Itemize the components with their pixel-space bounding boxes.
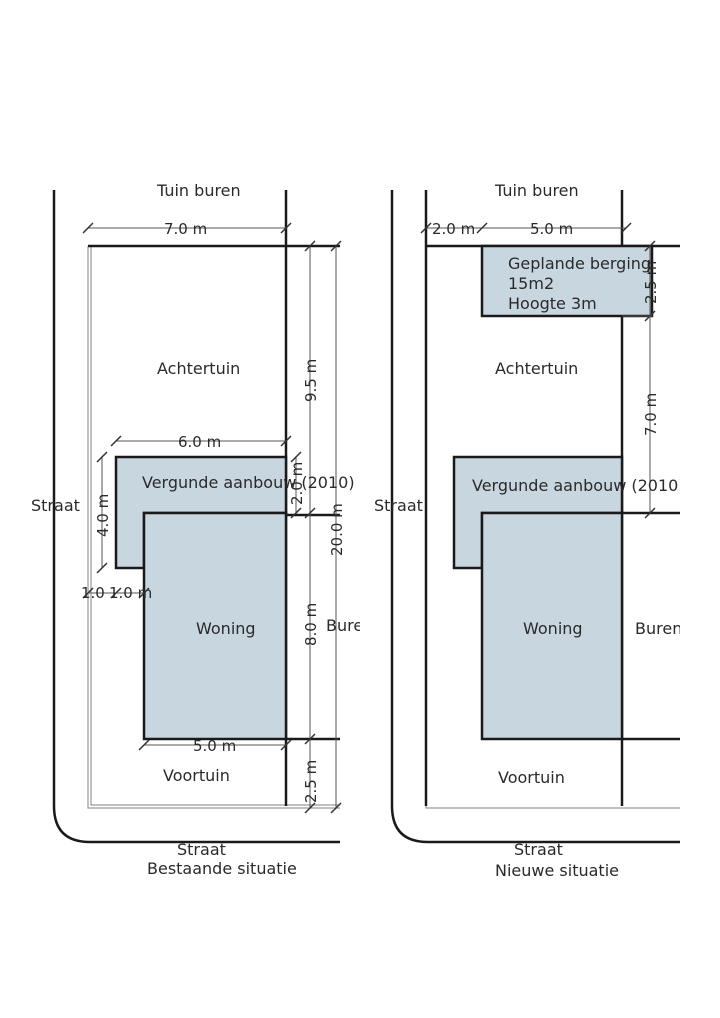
dim-berging-width: 5.0 m: [530, 220, 573, 238]
dim-woning-width: 5.0 m: [193, 737, 236, 755]
dim-aanbouw-offset: 2.0 m: [288, 462, 306, 505]
new-situation-plan: Tuin buren Geplande berging 15m2 Hoogte …: [390, 181, 685, 844]
woning-shape: [142, 511, 288, 741]
dimension-lines: [420, 222, 656, 519]
straat-side-label-left: Straat: [31, 496, 80, 515]
dim-left-gap: 2.0 m: [432, 220, 475, 238]
berging-line-1: Geplande berging: [508, 254, 651, 273]
dim-side-2: 1.0 m: [109, 584, 152, 602]
dim-woning-depth: 8.0 m: [302, 603, 320, 646]
dim-side-1: 1.0: [81, 584, 105, 602]
woning-shape: [480, 511, 624, 741]
achtertuin-label: Achtertuin: [157, 359, 240, 378]
street-curb-outline: [52, 190, 340, 844]
buren-label: Buren: [635, 619, 682, 638]
dim-gap-to-aanbouw: 7.0 m: [642, 393, 660, 436]
dim-aanbouw-depth: 4.0 m: [94, 494, 112, 537]
berging-line-3: Hoogte 3m: [508, 294, 597, 313]
straat-bottom-label-right: Straat: [514, 840, 563, 859]
dim-back-yard: 9.5 m: [302, 359, 320, 402]
vergunde-aanbouw-label: Vergunde aanbouw (2010): [142, 473, 355, 492]
tuin-buren-label: Tuin buren: [156, 181, 241, 200]
buren-label: Buren: [326, 616, 373, 635]
plot-boundary-line-inner: [90, 246, 340, 806]
dim-berging-depth: 2.5 m: [642, 261, 660, 304]
vergunde-aanbouw-label: Vergunde aanbouw (2010): [472, 476, 685, 495]
woning-label: Woning: [523, 619, 583, 638]
achtertuin-label: Achtertuin: [495, 359, 578, 378]
berging-shape: [480, 244, 654, 318]
plot-boundary-line: [87, 246, 340, 809]
dim-width-total: 7.0 m: [164, 220, 207, 238]
existing-situation-plan: Tuin buren Achtertuin Vergunde aanbouw (…: [52, 181, 373, 844]
dim-aanbouw-width: 6.0 m: [178, 433, 221, 451]
dim-total-depth: 20.0 m: [328, 503, 346, 556]
straat-bottom-label-left: Straat: [177, 840, 226, 859]
caption-new: Nieuwe situatie: [495, 861, 619, 880]
street-curb-outline: [390, 190, 680, 844]
voortuin-label: Voortuin: [498, 768, 565, 787]
tuin-buren-label: Tuin buren: [494, 181, 579, 200]
woning-label: Woning: [196, 619, 256, 638]
voortuin-label: Voortuin: [163, 766, 230, 785]
berging-line-2: 15m2: [508, 274, 554, 293]
dimension-lines: [82, 222, 342, 814]
dim-front-yard: 2.5 m: [302, 760, 320, 803]
straat-side-label-right: Straat: [374, 496, 423, 515]
caption-existing: Bestaande situatie: [147, 859, 297, 878]
